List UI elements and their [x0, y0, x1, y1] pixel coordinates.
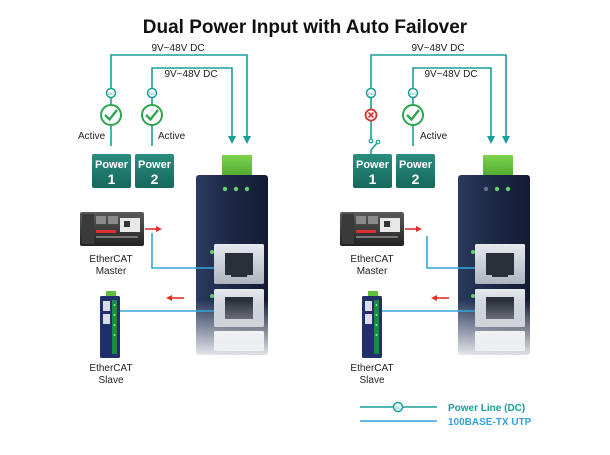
power-supply-2: Power 2 — [135, 154, 174, 188]
slave-label: EtherCAT — [350, 363, 393, 374]
arrow-head-icon — [243, 136, 251, 144]
svg-text:Power: Power — [95, 159, 129, 171]
svg-text:1: 1 — [369, 171, 377, 187]
utp-cable — [426, 236, 475, 269]
industrial-switch — [452, 155, 537, 360]
legend: DC Power Line (DC) 100BASE-TX UTP — [360, 401, 532, 428]
svg-text:DC: DC — [149, 91, 155, 96]
voltage-label-outer: 9V~48V DC — [411, 43, 464, 54]
svg-text:DC: DC — [368, 91, 374, 96]
arrow-head-icon — [487, 136, 495, 144]
voltage-label-inner: 9V~48V DC — [424, 69, 477, 80]
ethercat-slave-device-icon — [100, 291, 120, 358]
dc-badge-icon: DC — [407, 87, 419, 99]
fail-x-icon — [364, 108, 378, 122]
svg-text:Power: Power — [399, 159, 433, 171]
svg-text:2: 2 — [412, 171, 420, 187]
data-flow-arrow-icon — [166, 295, 184, 301]
svg-text:Power: Power — [138, 159, 172, 171]
master-label: Master — [357, 266, 388, 277]
svg-text:Power: Power — [356, 159, 390, 171]
check-circle-icon — [402, 104, 424, 126]
legend-utp: 100BASE-TX UTP — [360, 417, 532, 428]
legend-utp-label: 100BASE-TX UTP — [448, 417, 532, 428]
ethercat-slave-device-icon — [362, 291, 382, 358]
right-diagram: 9V~48V DC 9V~48V DC DC DC Active — [340, 43, 537, 386]
master-label: Master — [96, 266, 127, 277]
check-circle-icon — [141, 104, 163, 126]
data-flow-arrow-icon — [145, 226, 162, 232]
master-label: EtherCAT — [350, 254, 393, 265]
svg-text:1: 1 — [108, 171, 116, 187]
legend-power-line: DC Power Line (DC) — [360, 401, 525, 414]
power-supply-1: Power 1 — [92, 154, 131, 188]
svg-text:DC: DC — [395, 405, 401, 410]
dc-badge-icon: DC — [146, 87, 158, 99]
data-flow-arrow-icon — [405, 226, 422, 232]
slave-label: EtherCAT — [89, 363, 132, 374]
status-label: Active — [78, 131, 106, 142]
status-label: Active — [420, 131, 448, 142]
data-flow-arrow-icon — [431, 295, 449, 301]
open-circuit-icon — [368, 138, 381, 154]
voltage-label-outer: 9V~48V DC — [151, 43, 204, 54]
power-supply-1: Power 1 — [353, 154, 392, 188]
master-label: EtherCAT — [89, 254, 132, 265]
power-supply-2: Power 2 — [396, 154, 435, 188]
ethercat-master-device-icon — [340, 212, 404, 246]
voltage-label-inner: 9V~48V DC — [164, 69, 217, 80]
dc-badge-icon: DC — [365, 87, 377, 99]
slave-label: Slave — [98, 375, 123, 386]
utp-cable — [151, 233, 214, 269]
check-circle-icon — [100, 104, 122, 126]
dc-badge-icon — [392, 401, 404, 413]
svg-text:2: 2 — [151, 171, 159, 187]
svg-text:DC: DC — [108, 91, 114, 96]
page-title: Dual Power Input with Auto Failover — [143, 17, 468, 38]
ethercat-master-device-icon — [80, 212, 144, 246]
arrow-head-icon — [228, 136, 236, 144]
industrial-switch — [190, 155, 275, 360]
slave-label: Slave — [359, 375, 384, 386]
dc-badge-icon: DC — [105, 87, 117, 99]
legend-power-line-label: Power Line (DC) — [448, 403, 525, 414]
arrow-head-icon — [502, 136, 510, 144]
status-label: Active — [158, 131, 186, 142]
left-diagram: 9V~48V DC 9V~48V DC DC DC Active Active … — [78, 43, 275, 386]
svg-text:DC: DC — [410, 91, 416, 96]
